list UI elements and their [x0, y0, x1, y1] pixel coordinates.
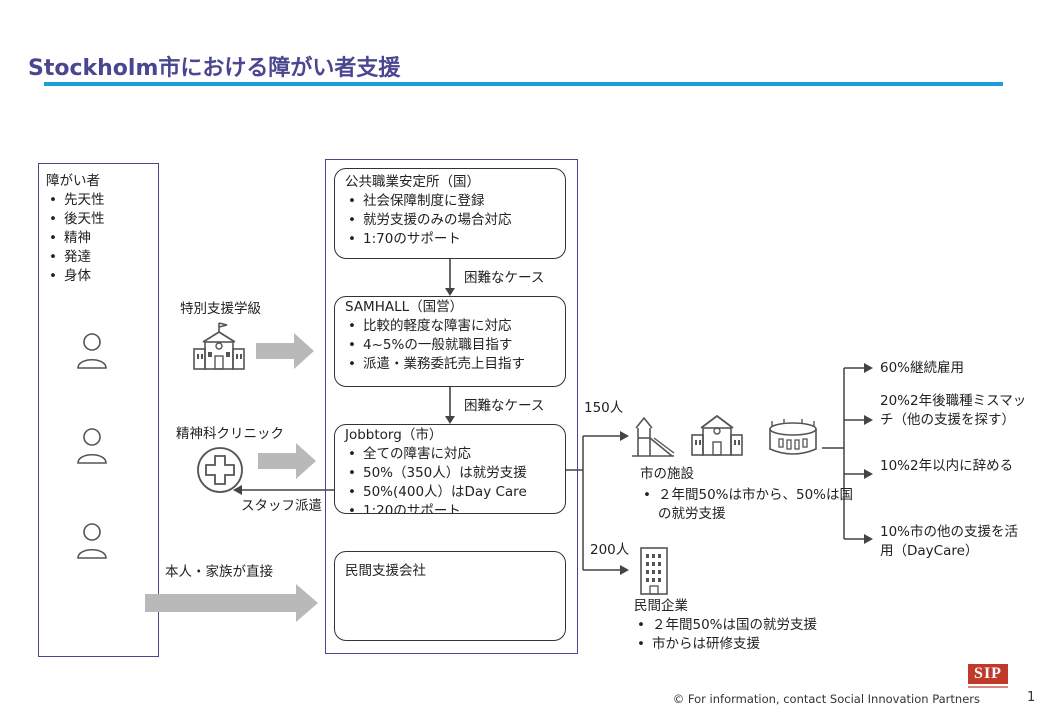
bullet: •	[643, 487, 651, 503]
jobbtorg-items: 全ての障害に対応 50%（350人）は就労支援 50%(400人）はDay Ca…	[345, 445, 555, 513]
person-icon	[77, 523, 107, 559]
list-item: 50%(400人）はDay Care	[345, 483, 555, 502]
city-facility-item-text: ２年間50%は市から、50%は国の就労支援	[658, 487, 854, 522]
outcome-item: 60%継続雇用	[880, 360, 965, 376]
direct-to-private-arrow	[145, 584, 318, 622]
employment-office-title: 公共職業安定所（国）	[345, 174, 480, 190]
list-item: 1:20のサポート	[345, 502, 555, 513]
school-to-samhall-arrow	[256, 333, 314, 369]
sip-logo: SIP	[966, 664, 1010, 690]
sip-logo-underline	[968, 686, 1008, 688]
disabled-type: 先天性	[46, 191, 105, 210]
list-item: ２年間50%は国の就労支援	[634, 616, 817, 635]
list-item: 比較的軽度な障害に対応	[345, 317, 555, 336]
samhall-title: SAMHALL（国営）	[345, 299, 464, 315]
samhall-box: SAMHALL（国営） 比較的軽度な障害に対応 4~5%の一般就職目指す 派遣・…	[334, 296, 566, 387]
footer-copyright: © For information, contact Social Innova…	[672, 692, 980, 706]
stadium-icon	[769, 419, 817, 455]
list-item: 4~5%の一般就職目指す	[345, 336, 555, 355]
city-facility-item: • ２年間50%は市から、50%は国の就労支援	[640, 486, 860, 524]
difficult-case-label: 困難なケース	[464, 270, 545, 286]
list-item: 市からは研修支援	[634, 635, 817, 654]
list-item: 社会保障制度に登録	[345, 192, 555, 211]
direct-label: 本人・家族が直接	[165, 564, 273, 580]
support-orgs-panel	[325, 159, 578, 654]
list-item: 派遣・業務委託売上目指す	[345, 355, 555, 374]
outcome-item: 20%2年後職種ミスマッチ（他の支援を探す）	[880, 393, 1027, 428]
playground-icon	[632, 416, 675, 457]
outcome-item: 10%市の他の支援を活用（DayCare）	[880, 524, 1019, 559]
title-underline	[44, 82, 1003, 86]
employment-office-box: 公共職業安定所（国） 社会保障制度に登録 就労支援のみの場合対応 1:70のサポ…	[334, 168, 566, 259]
disabled-types-list: 先天性 後天性 精神 発達 身体	[46, 191, 105, 286]
office-building-icon	[640, 547, 668, 595]
private-support-title: 民間支援会社	[345, 563, 426, 579]
private-company-title: 民間企業	[634, 598, 688, 614]
person-icon	[77, 333, 107, 369]
employment-office-items: 社会保障制度に登録 就労支援のみの場合対応 1:70のサポート	[345, 192, 555, 249]
person-icon	[77, 428, 107, 464]
page-title: Stockholm市における障がい者支援	[28, 56, 401, 81]
psych-clinic-label: 精神科クリニック	[176, 426, 284, 442]
samhall-items: 比較的軽度な障害に対応 4~5%の一般就職目指す 派遣・業務委託売上目指す	[345, 317, 555, 374]
school-icon	[193, 322, 245, 370]
disabled-type: 身体	[46, 267, 105, 286]
outcome-item: 10%2年以内に辞める	[880, 458, 1014, 474]
list-item: 1:70のサポート	[345, 230, 555, 249]
count-200-label: 200人	[590, 542, 630, 558]
special-school-label: 特別支援学級	[180, 301, 261, 317]
list-item: 全ての障害に対応	[345, 445, 555, 464]
clinic-to-jobbtorg-arrow	[258, 443, 316, 479]
sip-logo-mark: SIP	[968, 664, 1008, 684]
jobbtorg-title: Jobbtorg（市）	[345, 427, 443, 443]
list-item: 就労支援のみの場合対応	[345, 211, 555, 230]
list-item: 50%（350人）は就労支援	[345, 464, 555, 483]
disabled-type: 発達	[46, 248, 105, 267]
private-support-box: 民間支援会社	[334, 551, 566, 641]
jobbtorg-box: Jobbtorg（市） 全ての障害に対応 50%（350人）は就労支援 50%(…	[334, 424, 566, 514]
count-150-label: 150人	[584, 400, 624, 416]
disabled-type: 後天性	[46, 210, 105, 229]
city-building-icon	[691, 414, 743, 456]
city-facility-title: 市の施設	[640, 466, 694, 482]
page-number: 1	[1027, 690, 1036, 705]
difficult-case-label: 困難なケース	[464, 398, 545, 414]
private-company-items: ２年間50%は国の就労支援 市からは研修支援	[634, 616, 817, 654]
disabled-type: 精神	[46, 229, 105, 248]
disabled-heading: 障がい者	[46, 173, 100, 189]
disabled-panel	[38, 163, 159, 657]
medical-cross-icon	[197, 447, 243, 493]
staff-dispatch-label: スタッフ派遣	[241, 498, 322, 514]
